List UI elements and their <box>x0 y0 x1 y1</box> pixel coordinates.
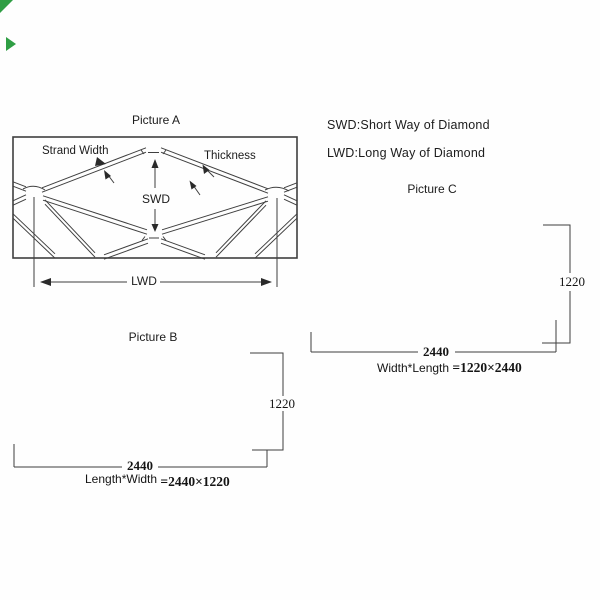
mesh-diamond <box>38 374 188 417</box>
picture-c-dimensions <box>310 224 571 353</box>
picture-c-mesh <box>300 225 570 345</box>
strand-line <box>12 194 27 202</box>
mesh-diamond <box>408 225 462 345</box>
mesh-diamond <box>38 395 188 438</box>
picture-a-title: Picture A <box>131 113 181 127</box>
picture-b-formula: Length*Width =2440×1220 <box>85 472 230 489</box>
thickness-label: Thickness <box>204 150 256 162</box>
mesh-diamond <box>113 374 263 417</box>
picture-c-drawing <box>300 224 571 353</box>
strand-line <box>160 238 206 256</box>
mesh-diamond <box>489 225 543 345</box>
mesh-diamond <box>462 225 516 345</box>
mesh-diamond <box>0 374 113 417</box>
picture-c-formula-prefix: Width*Length <box>377 361 450 375</box>
strand-line <box>283 186 298 193</box>
picture-a-frame <box>12 136 298 259</box>
mesh-diamond <box>435 225 489 345</box>
strand-line <box>12 198 27 206</box>
lwd-label: LWD <box>131 274 157 288</box>
mesh-diamond <box>354 225 408 345</box>
picture-c-title: Picture C <box>407 182 457 196</box>
strand-line <box>254 213 298 255</box>
strand-width-label: Strand Width <box>42 145 109 157</box>
thickness-arrows <box>189 164 215 196</box>
strand-line <box>283 198 298 206</box>
strand-lines <box>12 147 298 260</box>
picture-b-height-dim: 1220 <box>267 396 297 412</box>
strand-line <box>215 200 267 254</box>
picture-b-dimensions <box>13 352 284 468</box>
strand-line <box>160 147 269 190</box>
mesh-diamond <box>0 417 113 460</box>
mesh-diamond <box>188 417 338 460</box>
strand-line <box>12 185 27 192</box>
knuckle-marks <box>22 149 290 241</box>
strand-line <box>42 195 148 231</box>
strand-line <box>283 194 298 202</box>
picture-c-formula: Width*Length =1220×2440 <box>377 360 522 376</box>
picture-c-width-dim: 2440 <box>421 344 451 360</box>
strand-line <box>254 217 298 259</box>
strand-line <box>44 199 96 254</box>
picture-b-formula-prefix: Length*Width <box>85 472 158 486</box>
picture-b-title: Picture B <box>128 330 178 344</box>
strand-line <box>161 200 269 235</box>
strand-line <box>161 196 269 231</box>
mesh-diamond <box>188 374 338 417</box>
picture-b-formula-value: =2440×1220 <box>160 474 230 489</box>
mesh-diamond <box>113 352 263 395</box>
strand-line <box>160 242 206 260</box>
strand-line <box>41 147 147 189</box>
picture-a-drawing <box>12 136 298 287</box>
strand-line <box>12 181 27 188</box>
picture-c-formula-value: =1220×2440 <box>452 360 522 375</box>
swd-arrows <box>151 159 159 232</box>
lwd-definition: LWD:Long Way of Diamond <box>327 146 486 160</box>
strand-line <box>41 151 147 193</box>
mesh-diamond <box>38 417 188 460</box>
mesh-diamond <box>113 417 263 460</box>
mesh-diamond <box>327 225 381 345</box>
mesh-diamond <box>381 225 435 345</box>
strand-line <box>44 203 96 258</box>
mesh-diamond <box>38 352 188 395</box>
mesh-diamond <box>113 395 263 438</box>
swd-label: SWD <box>142 192 170 206</box>
picture-b-drawing <box>0 352 338 468</box>
strand-line <box>215 204 267 258</box>
mesh-diamond <box>0 352 113 395</box>
strand-width-arrows <box>95 157 115 184</box>
mesh-diamond <box>300 225 354 345</box>
mesh-diamond <box>188 395 338 438</box>
mesh-diamond <box>0 395 113 438</box>
swd-definition: SWD:Short Way of Diamond <box>327 118 490 132</box>
picture-b-width-dim: 2440 <box>125 458 155 474</box>
strand-line <box>103 242 149 260</box>
green-artifact-icon <box>0 0 16 51</box>
lwd-dimension <box>33 197 278 287</box>
strand-line <box>42 199 148 235</box>
strand-line <box>283 182 298 189</box>
mesh-diamond <box>188 352 338 395</box>
strand-line <box>103 238 149 256</box>
picture-c-height-dim: 1220 <box>557 274 587 290</box>
strand-line <box>160 151 269 194</box>
